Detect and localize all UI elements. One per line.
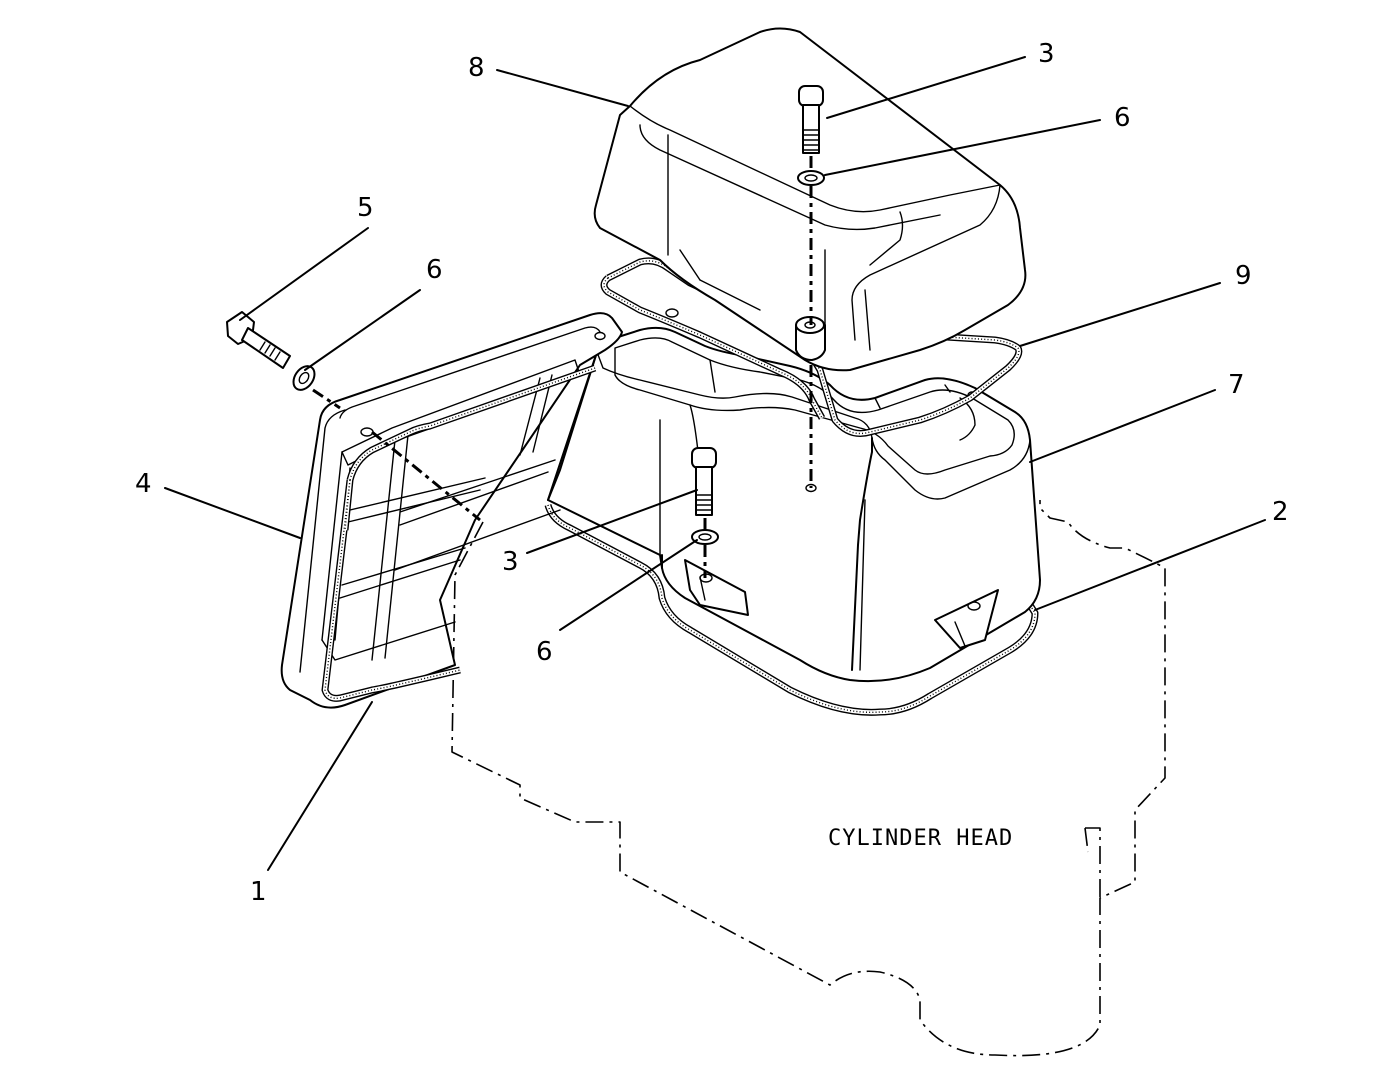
callout-7: 7 [1228, 370, 1245, 400]
cylinder-head-label: CYLINDER HEAD [828, 826, 1013, 851]
washer-mid [691, 529, 719, 545]
leader-lines [164, 56, 1266, 871]
callout-1: 1 [250, 877, 267, 907]
cylinder-head-outline [451, 500, 1166, 1057]
callout-3-top: 3 [1038, 39, 1055, 69]
callout-5: 5 [357, 193, 374, 223]
callout-4: 4 [135, 469, 152, 499]
axis-side-bolt [312, 388, 481, 522]
washer-top [797, 170, 825, 186]
bolt-side [226, 311, 291, 369]
bolt-top [798, 85, 824, 154]
callout-2: 2 [1272, 497, 1289, 527]
callout-6-top: 6 [1114, 103, 1131, 133]
side-cover [280, 312, 623, 709]
callout-3-mid: 3 [502, 547, 519, 577]
top-cover [593, 27, 1027, 372]
washer-side [292, 365, 316, 391]
base-housing [547, 326, 1041, 683]
callout-6-left: 6 [426, 255, 443, 285]
base-gasket [544, 503, 1039, 716]
callout-6-mid: 6 [536, 637, 553, 667]
callout-8: 8 [468, 53, 485, 83]
bolt-mid [691, 447, 717, 516]
callout-labels: 8 3 6 5 6 9 7 4 2 3 6 1 [135, 39, 1289, 907]
callout-9: 9 [1235, 261, 1252, 291]
